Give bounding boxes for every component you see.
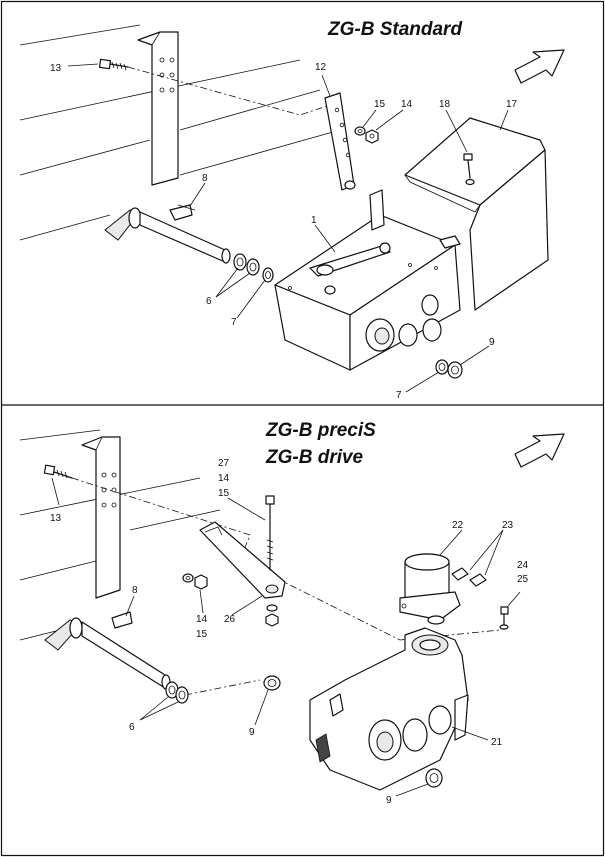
nut-14-left xyxy=(194,574,208,590)
direction-arrow-icon xyxy=(514,49,565,84)
callout-label: 26 xyxy=(224,614,236,625)
alignment-line xyxy=(184,679,261,696)
callout-label: 9 xyxy=(489,337,495,348)
panel-title: ZG-B Standard xyxy=(327,19,462,40)
callout-label: 6 xyxy=(206,296,212,307)
fittings-23 xyxy=(451,567,487,587)
callout-label: 9 xyxy=(249,727,255,738)
lever-12 xyxy=(324,92,356,191)
callout-label: 21 xyxy=(491,737,503,748)
callout-label: 18 xyxy=(439,99,451,110)
ring-7-top xyxy=(262,267,274,283)
washer-15-left xyxy=(182,573,194,583)
bolt-27 xyxy=(265,495,275,571)
nut-14 xyxy=(365,129,379,144)
callouts-top: 13 12 15 14 18 17 8 1 6 7 9 7 xyxy=(50,62,518,401)
callout-label: 13 xyxy=(50,513,62,524)
callout-label: 9 xyxy=(386,795,392,806)
washer-15 xyxy=(354,126,366,136)
gearbox-21 xyxy=(309,627,469,791)
leader-lines-bottom xyxy=(51,477,521,797)
callout-label: 15 xyxy=(218,488,230,499)
callout-label: 27 xyxy=(218,458,230,469)
callout-label: 25 xyxy=(517,574,529,585)
callout-label: 6 xyxy=(129,722,135,733)
washers-6 xyxy=(165,681,189,704)
callout-label: 22 xyxy=(452,520,464,531)
motor-22 xyxy=(399,553,461,625)
callout-label: 8 xyxy=(202,173,208,184)
leader-lines-top xyxy=(67,63,509,393)
cover-17 xyxy=(404,117,549,311)
seal-9-bottom xyxy=(425,768,443,788)
panel-title: ZG-B preciS xyxy=(265,420,376,441)
callout-label: 14 xyxy=(196,614,208,625)
nut-14-right xyxy=(265,613,279,627)
callout-label: 14 xyxy=(401,99,413,110)
frame-bracket xyxy=(81,436,121,599)
alignment-line xyxy=(127,66,331,116)
callout-label: 15 xyxy=(374,99,386,110)
seal-9-left xyxy=(263,675,281,691)
callout-label: 14 xyxy=(218,473,230,484)
direction-arrow-icon xyxy=(514,433,565,468)
panel-precis-drive: ZG-B preciS ZG-B drive xyxy=(19,420,565,806)
washer-15-right xyxy=(266,604,278,612)
shaft-assembly xyxy=(104,204,231,264)
bolt-13 xyxy=(43,464,73,479)
callout-label: 12 xyxy=(315,62,327,73)
bolt-24 xyxy=(499,606,509,630)
callout-label: 7 xyxy=(231,317,237,328)
frame-bracket xyxy=(137,31,179,186)
callout-label: 13 xyxy=(50,63,62,74)
shaft-assembly xyxy=(44,611,171,690)
callout-label: 7 xyxy=(396,390,402,401)
panel-standard: ZG-B Standard xyxy=(19,19,565,401)
lever-26 xyxy=(199,521,286,599)
callout-label: 23 xyxy=(502,520,514,531)
callout-label: 8 xyxy=(132,585,138,596)
gearbox-1 xyxy=(274,189,461,371)
callout-label: 15 xyxy=(196,629,208,640)
callout-label: 17 xyxy=(506,99,518,110)
seal-9-top xyxy=(447,361,463,379)
callouts-bottom: 27 14 15 13 22 23 24 25 14 15 26 8 6 9 2… xyxy=(50,458,529,806)
panel-subtitle: ZG-B drive xyxy=(265,447,364,468)
washers-6 xyxy=(233,253,260,276)
callout-label: 1 xyxy=(311,215,317,226)
callout-label: 24 xyxy=(517,560,529,571)
bolt-18 xyxy=(463,153,475,186)
bolt-13 xyxy=(98,58,129,71)
ring-7-bottom xyxy=(435,359,449,375)
